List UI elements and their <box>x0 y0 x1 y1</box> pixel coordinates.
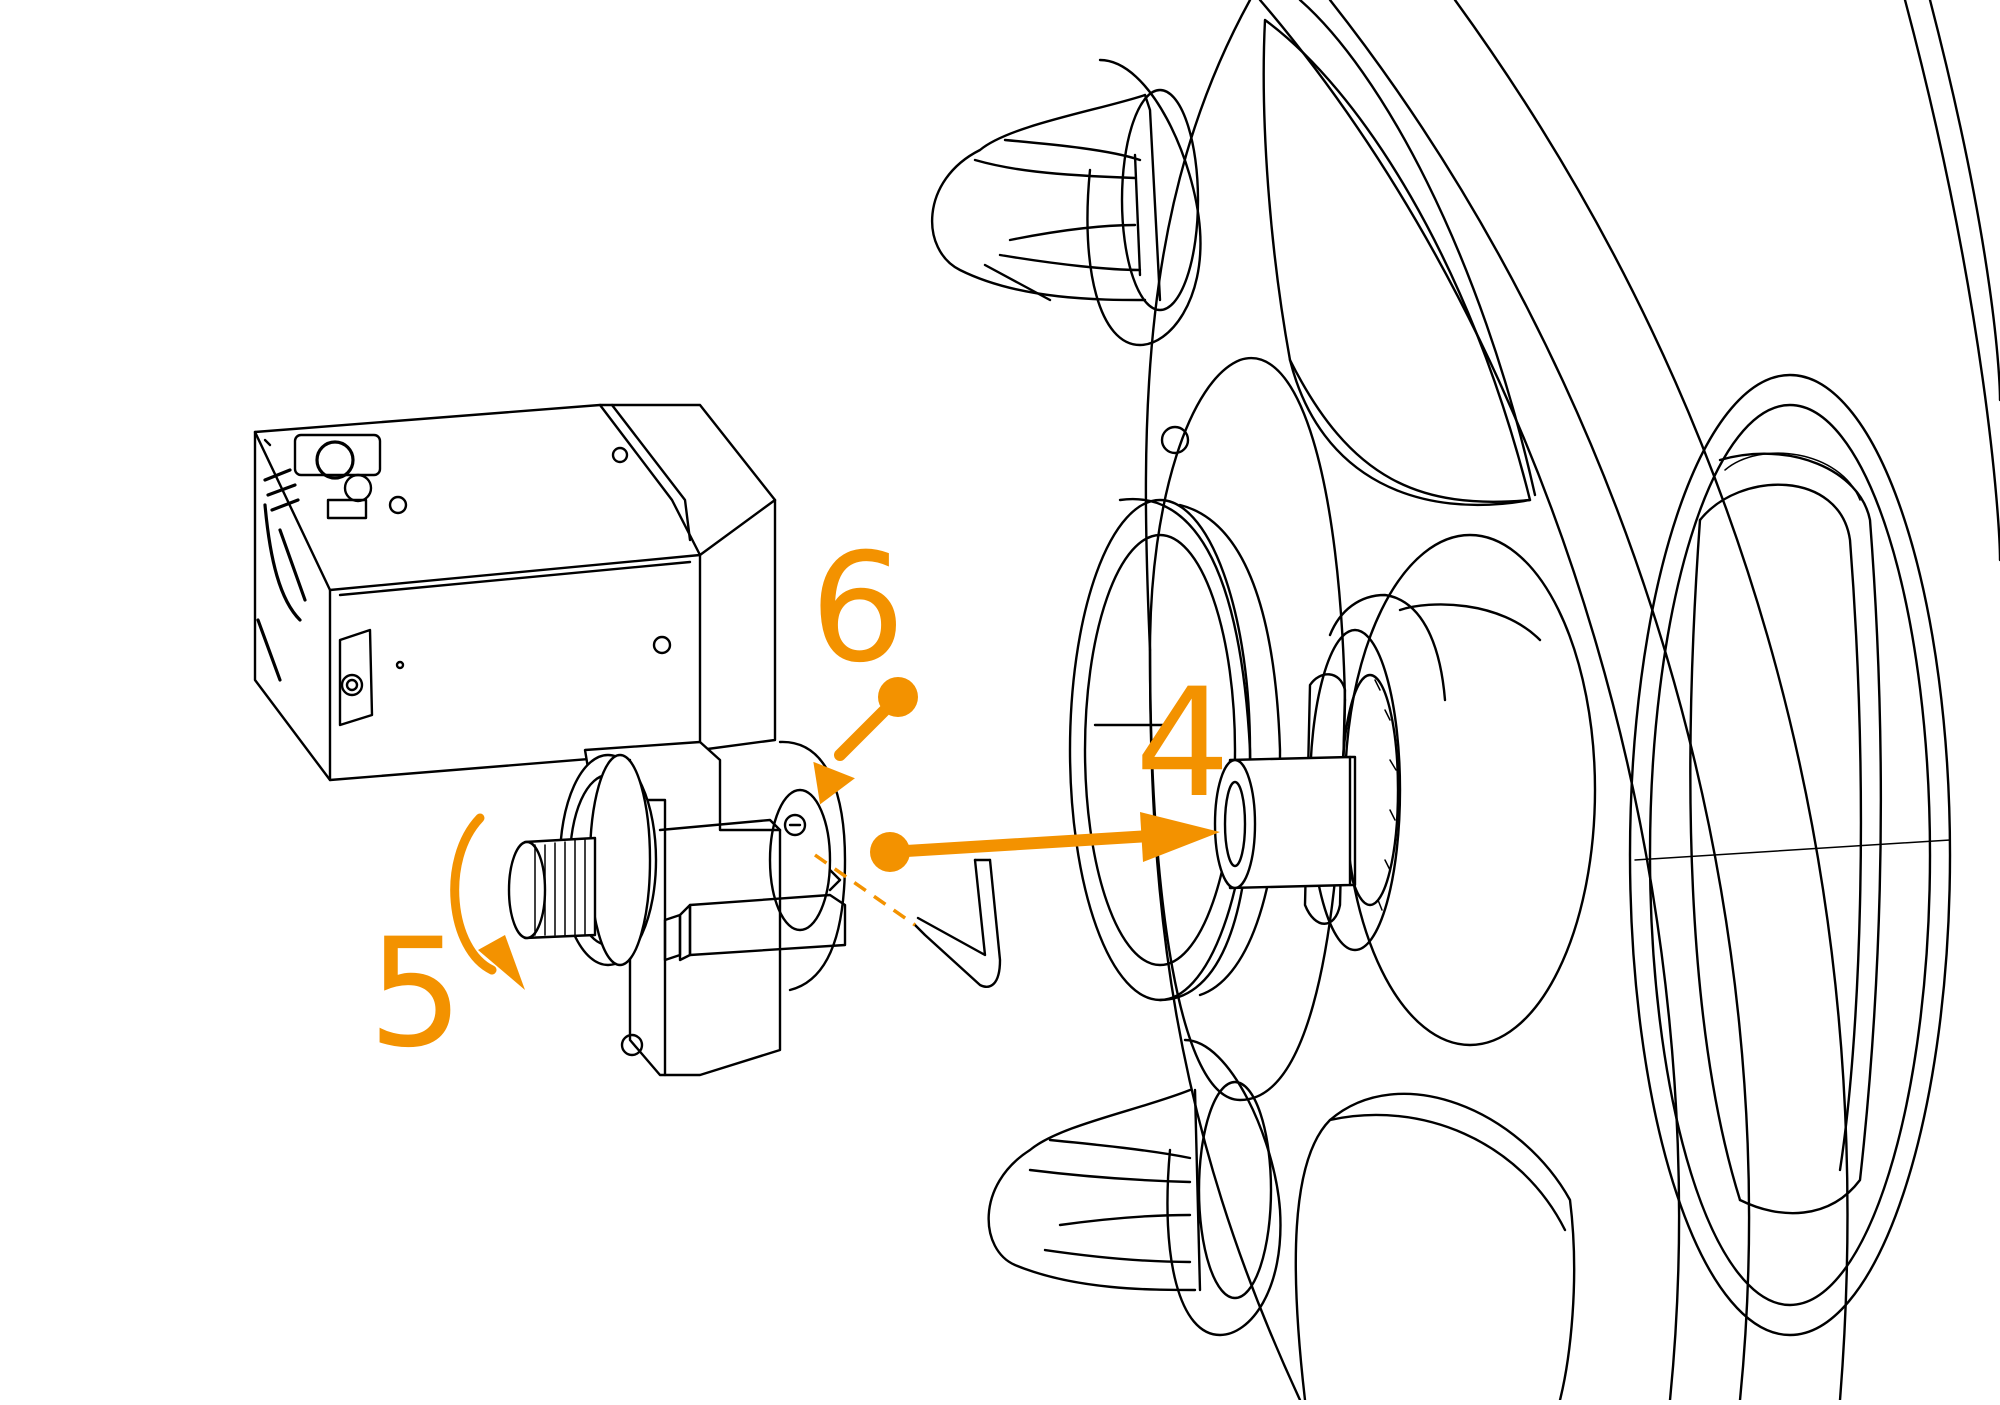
dashed-guide-line <box>813 853 917 927</box>
callout-label-4: 4 <box>1135 657 1230 831</box>
splined-shaft <box>507 836 597 940</box>
arrow-step-4 <box>870 812 1220 872</box>
motor-unit <box>253 403 777 782</box>
callout-arrows <box>450 677 1220 990</box>
hub-shaft <box>1213 755 1357 890</box>
allen-key <box>913 858 1002 988</box>
lower-spoke-window <box>1294 1092 1576 1402</box>
hub-ring <box>1068 497 1282 1002</box>
callout-label-5: 5 <box>368 907 463 1081</box>
callout-labels: 4 5 6 <box>368 522 1230 1081</box>
hub-dome <box>1303 533 1597 1047</box>
wheel-rim <box>1258 0 2000 1402</box>
arrow-step-5 <box>450 813 525 990</box>
rim-handle-opening <box>1628 373 1952 1337</box>
upper-spoke-window <box>1262 0 1537 507</box>
label-panel <box>256 433 408 682</box>
lug-nut-upper <box>930 58 1202 347</box>
arrow-step-6 <box>813 677 918 805</box>
lug-nut-lower <box>987 1038 1282 1337</box>
callout-label-6: 6 <box>810 522 905 696</box>
